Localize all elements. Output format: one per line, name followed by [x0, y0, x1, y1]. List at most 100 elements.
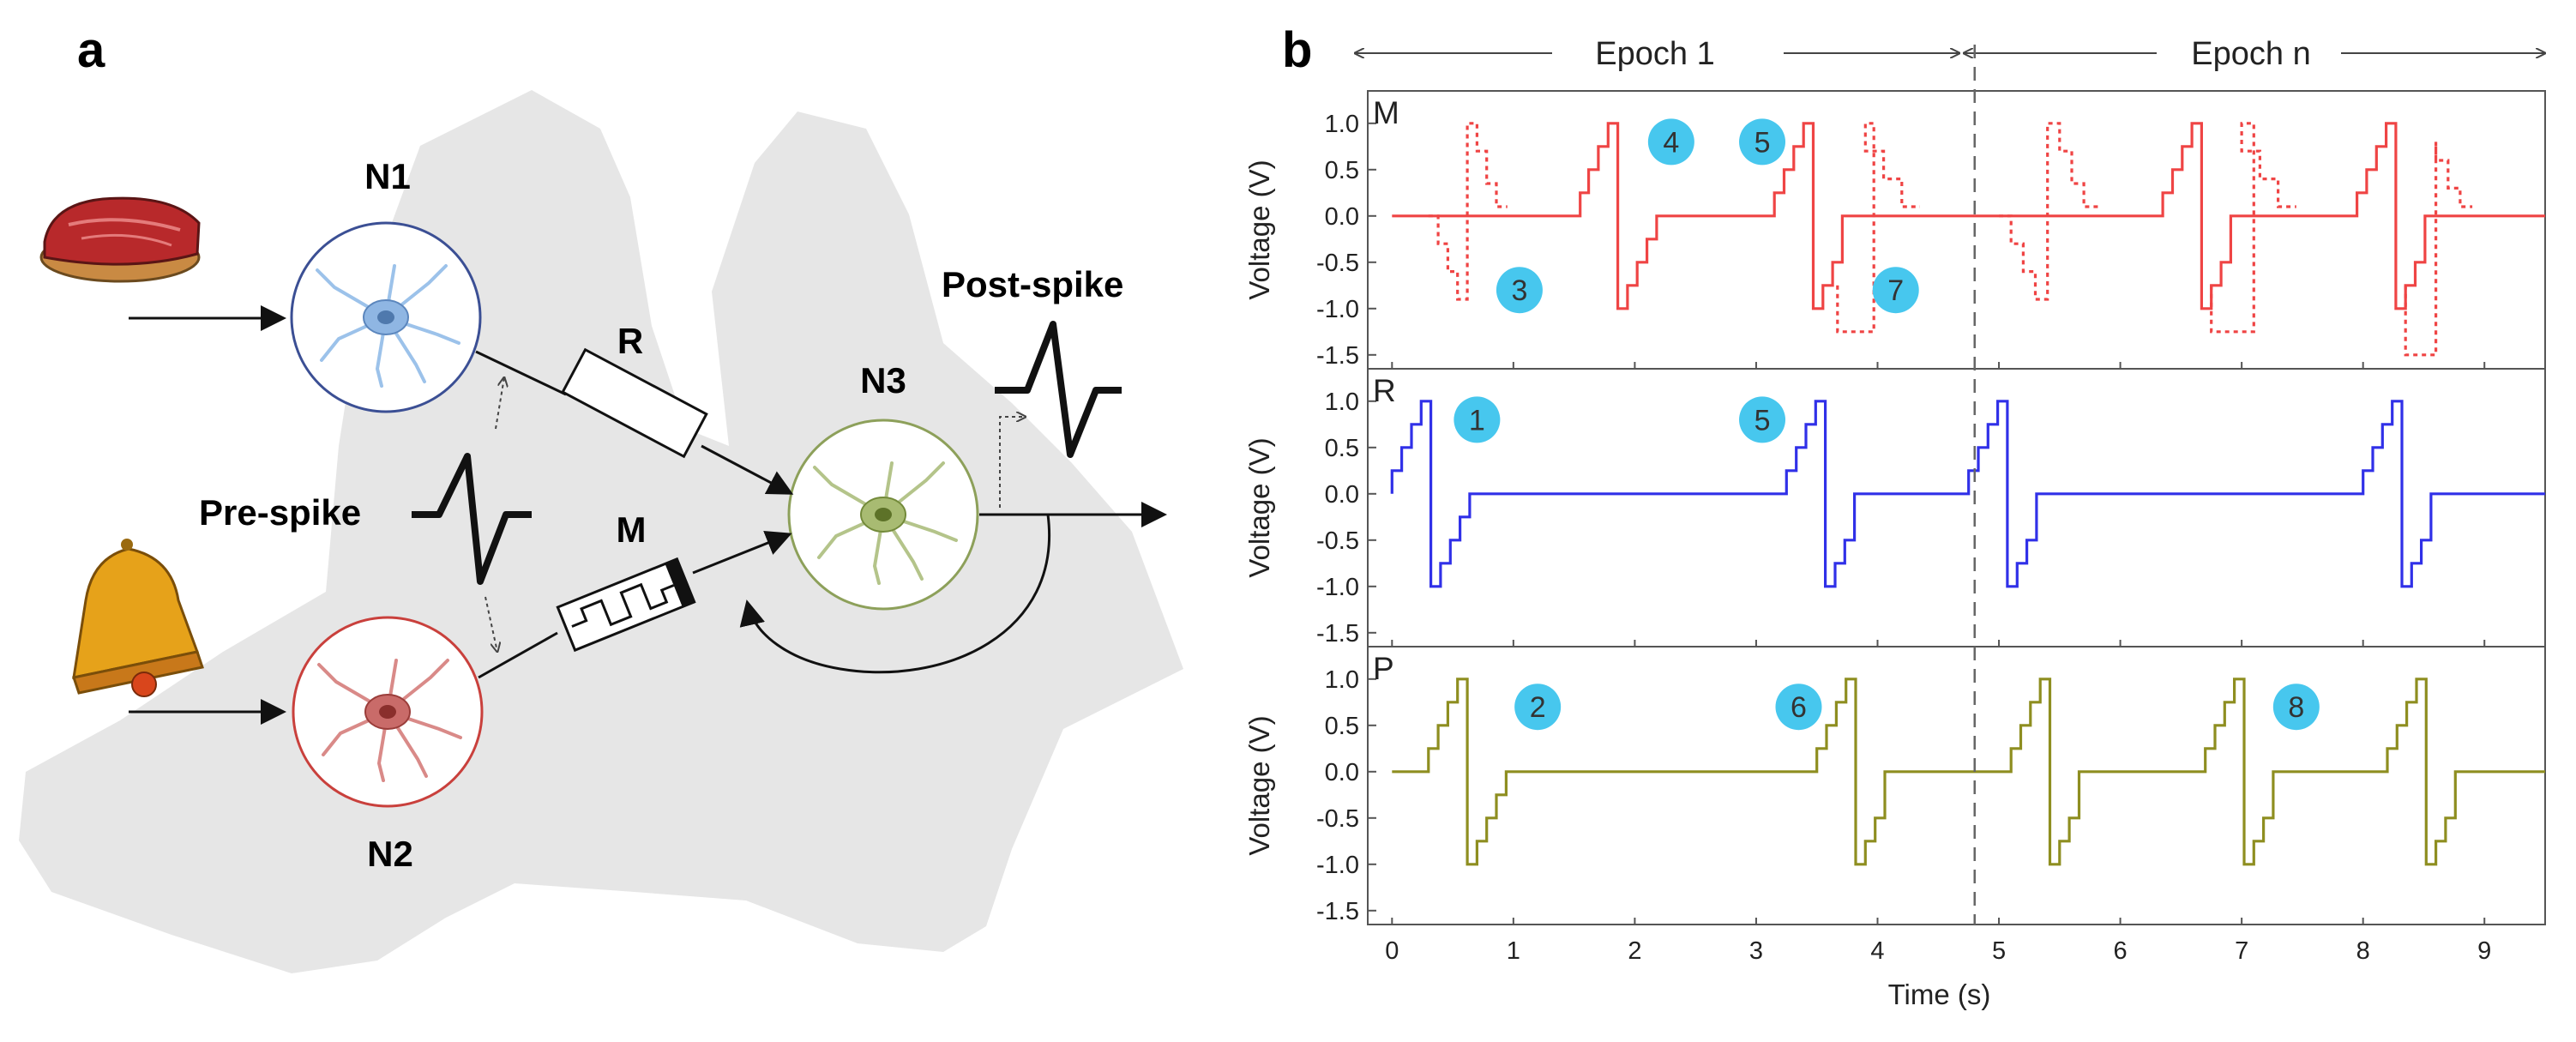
panel-a-diagram: a N1	[19, 22, 1183, 973]
n1-to-r-line	[475, 350, 567, 396]
y-tick-label: 0.5	[1325, 713, 1359, 740]
y-tick-label: 0.5	[1325, 157, 1359, 184]
y-tick-label: -1.0	[1316, 852, 1359, 879]
n3-label: N3	[860, 360, 906, 401]
pre-spike-arrow-to-m	[485, 596, 497, 652]
x-axis-label: Time (s)	[1888, 979, 1991, 1010]
neuron-icon	[813, 461, 958, 585]
y-axis-label: Voltage (V)	[1243, 160, 1275, 299]
step-badge-label: 8	[2288, 691, 2304, 724]
step-badge-circle	[1739, 396, 1786, 443]
x-tick-label: 3	[1749, 937, 1763, 965]
series-line	[1392, 122, 2545, 310]
step-badge: 7	[1872, 267, 1919, 314]
step-badge-circle	[1514, 684, 1562, 731]
pre-spike-waveform	[412, 453, 532, 585]
step-badge-circle	[1454, 396, 1501, 443]
x-tick-label: 6	[2114, 937, 2128, 965]
resistor-label: R	[617, 321, 643, 361]
epoch-header: Epoch 1 Epoch n	[1355, 36, 2545, 72]
feedback-arc	[739, 514, 1051, 674]
step-badge: 5	[1739, 396, 1786, 443]
y-tick-label: -1.5	[1316, 342, 1359, 370]
x-tick-label: 9	[2477, 937, 2491, 965]
step-badge-label: 4	[1663, 126, 1679, 159]
step-badge: 4	[1647, 118, 1694, 166]
step-badge-circle	[2272, 684, 2320, 731]
y-tick-label: -1.0	[1316, 574, 1359, 601]
plot-frame	[1367, 646, 2546, 925]
n2-to-m-line	[478, 631, 558, 679]
step-badge-circle	[1496, 267, 1543, 314]
step-badge-circle	[1775, 684, 1822, 731]
y-tick-label: -0.5	[1316, 250, 1359, 277]
x-tick-label: 4	[1870, 937, 1884, 965]
post-spike-label: Post-spike	[942, 264, 1123, 304]
memristor-label: M	[617, 509, 647, 550]
post-spike-arrow	[999, 417, 1026, 508]
step-badge-label: 5	[1754, 404, 1771, 437]
x-tick-label: 7	[2235, 937, 2248, 965]
series-line	[1392, 678, 2545, 866]
step-badge-label: 7	[1887, 274, 1904, 307]
y-tick-label: -1.5	[1316, 620, 1359, 647]
panel-b-letter: b	[1282, 22, 1312, 78]
y-tick-label: -0.5	[1316, 805, 1359, 833]
subplot-letter: M	[1373, 95, 1399, 130]
subplot-letter: R	[1373, 373, 1396, 408]
step-badge-label: 3	[1511, 274, 1527, 307]
plot-frame	[1367, 368, 2546, 647]
pre-spike-arrow-to-r	[495, 377, 504, 430]
n1-label: N1	[364, 156, 411, 196]
y-tick-label: -1.0	[1316, 296, 1359, 323]
x-tick-label: 5	[1992, 937, 2006, 965]
step-badge-circle	[1872, 267, 1919, 314]
x-tick-label: 0	[1385, 937, 1399, 965]
y-tick-label: -0.5	[1316, 527, 1359, 555]
epoch-1-label: Epoch 1	[1595, 36, 1714, 72]
subplot-letter: P	[1373, 651, 1394, 686]
x-tick-label: 2	[1628, 937, 1641, 965]
series-line-dotted	[2210, 122, 2296, 334]
x-tick-label: 8	[2356, 937, 2370, 965]
resistor-r	[561, 347, 708, 459]
step-badge: 3	[1496, 267, 1543, 314]
post-spike-waveform	[995, 321, 1122, 458]
series-line-dotted	[1836, 122, 1920, 334]
series-line	[1390, 400, 2545, 588]
step-badge: 1	[1454, 396, 1501, 443]
step-badge: 5	[1739, 118, 1786, 166]
step-badge-label: 2	[1530, 691, 1546, 724]
r-to-n3-arrow	[701, 444, 794, 495]
panel-b-chart: b Epoch 1 Epoch n -1.5-1.0-0.50.00.51.0V…	[1243, 22, 2546, 1010]
step-badge-circle	[1739, 118, 1786, 166]
step-badge: 8	[2272, 684, 2320, 731]
y-axis-label: Voltage (V)	[1243, 437, 1275, 577]
y-tick-label: 1.0	[1325, 111, 1359, 138]
steak-icon	[39, 196, 201, 283]
neuron-icon	[317, 659, 462, 782]
step-badge: 2	[1514, 684, 1562, 731]
memristor-m	[556, 557, 696, 653]
y-tick-label: -1.5	[1316, 898, 1359, 925]
step-badge: 6	[1775, 684, 1822, 731]
step-badge-label: 5	[1754, 126, 1771, 159]
series-line-dotted	[1999, 122, 2103, 301]
epoch-n-label: Epoch n	[2191, 36, 2310, 72]
bell-icon	[72, 539, 204, 697]
x-tick-label: 1	[1507, 937, 1520, 965]
m-to-n3-arrow	[692, 530, 792, 575]
y-tick-label: 0.0	[1325, 481, 1359, 509]
step-badge-circle	[1647, 118, 1694, 166]
y-axis-label: Voltage (V)	[1243, 715, 1275, 855]
y-tick-label: 1.0	[1325, 388, 1359, 416]
y-tick-label: 0.0	[1325, 203, 1359, 231]
neuron-icon	[316, 264, 460, 388]
y-tick-label: 0.0	[1325, 759, 1359, 786]
n2-label: N2	[367, 834, 413, 874]
step-badge-label: 6	[1791, 691, 1807, 724]
